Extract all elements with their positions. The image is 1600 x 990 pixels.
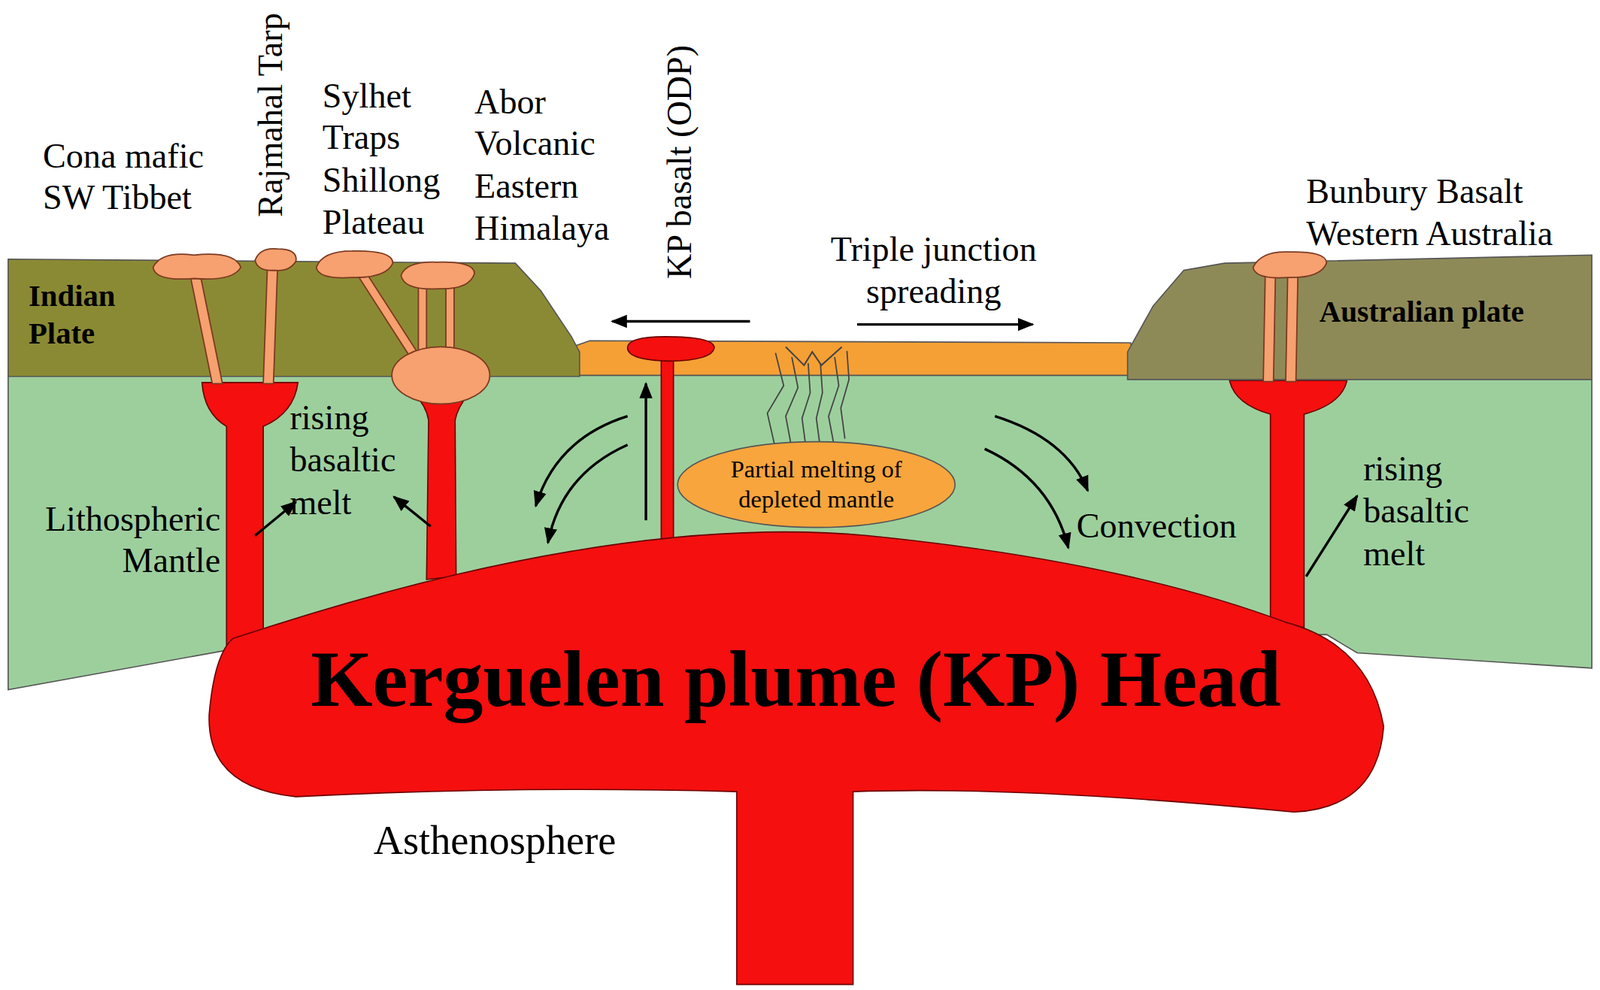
map-label: Convection xyxy=(1076,505,1281,548)
illustration-shape xyxy=(189,273,222,385)
map-label: Triple junction spreading xyxy=(811,228,1057,314)
illustration-shape xyxy=(209,532,1384,985)
illustration-shape xyxy=(767,351,850,449)
illustration-shape xyxy=(254,248,297,271)
illustration-shape xyxy=(445,283,455,358)
map-label: rising basaltic melt xyxy=(1363,448,1501,576)
illustration-shape xyxy=(254,502,296,537)
illustration-shape xyxy=(391,346,490,404)
illustration-shape xyxy=(316,251,394,279)
map-label: Sylhet Traps Shillong Plateau xyxy=(322,74,476,244)
illustration-shape xyxy=(994,416,1088,491)
illustration-shape xyxy=(767,353,785,450)
map-label: Cona mafic SW Tibbet xyxy=(42,134,227,220)
illustration-shape xyxy=(8,259,580,377)
illustration-shape xyxy=(1253,251,1328,278)
illustration-shape xyxy=(393,496,431,527)
plume-head: Kerguelen plume (KP) Head xyxy=(203,525,1388,987)
illustration-shape xyxy=(677,442,955,528)
illustration-shape xyxy=(840,351,849,440)
plume-head-shape xyxy=(203,525,1388,987)
illustration-shape xyxy=(660,357,673,546)
node-text: Indian Plate xyxy=(28,277,161,352)
illustration-shape xyxy=(153,254,242,279)
node-text: Partial melting of depleted mantle xyxy=(706,454,927,515)
illustration-shape xyxy=(785,357,798,449)
illustration-shape xyxy=(1306,496,1358,577)
map-label: Asthenosphere xyxy=(373,816,700,867)
illustration-shape xyxy=(1263,271,1276,382)
illustration-shape xyxy=(536,416,628,507)
illustration-shape xyxy=(627,336,715,362)
illustration-shape xyxy=(828,357,840,449)
illustration-shape xyxy=(548,445,628,543)
rotated-label: KP basalt (ODP) xyxy=(657,44,700,279)
map-label: Abor Volcanic Eastern Himalaya xyxy=(474,80,638,250)
illustration-shape xyxy=(816,363,823,449)
indian-plate: Indian Plate xyxy=(8,254,582,378)
illustration-shape xyxy=(413,393,470,580)
illustration-shape xyxy=(857,323,1033,326)
illustration-shape xyxy=(984,448,1069,549)
illustration-shape xyxy=(802,363,811,449)
illustration-shape xyxy=(612,320,750,323)
illustration-shape xyxy=(785,346,843,365)
australian-plate: Australian plate xyxy=(1122,245,1594,380)
illustration-shape xyxy=(1285,271,1298,382)
node-text: Kerguelen plume (KP) Head xyxy=(310,630,1282,728)
node-text: Australian plate xyxy=(1319,293,1525,331)
illustration-shape xyxy=(644,383,647,521)
partial-melting-ellipse-shape xyxy=(676,440,957,529)
partial-melting-ellipse: Partial melting of depleted mantle xyxy=(676,440,957,529)
illustration-shape xyxy=(418,283,427,358)
illustration-shape xyxy=(263,267,278,385)
illustration-shape xyxy=(400,262,475,290)
map-label: Lithospheric Mantle xyxy=(8,497,221,583)
illustration-shape xyxy=(1229,380,1347,628)
rotated-label: Rajmahal Tarp xyxy=(248,12,291,217)
map-label: rising basaltic melt xyxy=(289,396,428,525)
map-label: Bunbury Basalt Western Australia xyxy=(1306,170,1597,256)
illustration-shape xyxy=(1127,254,1593,380)
